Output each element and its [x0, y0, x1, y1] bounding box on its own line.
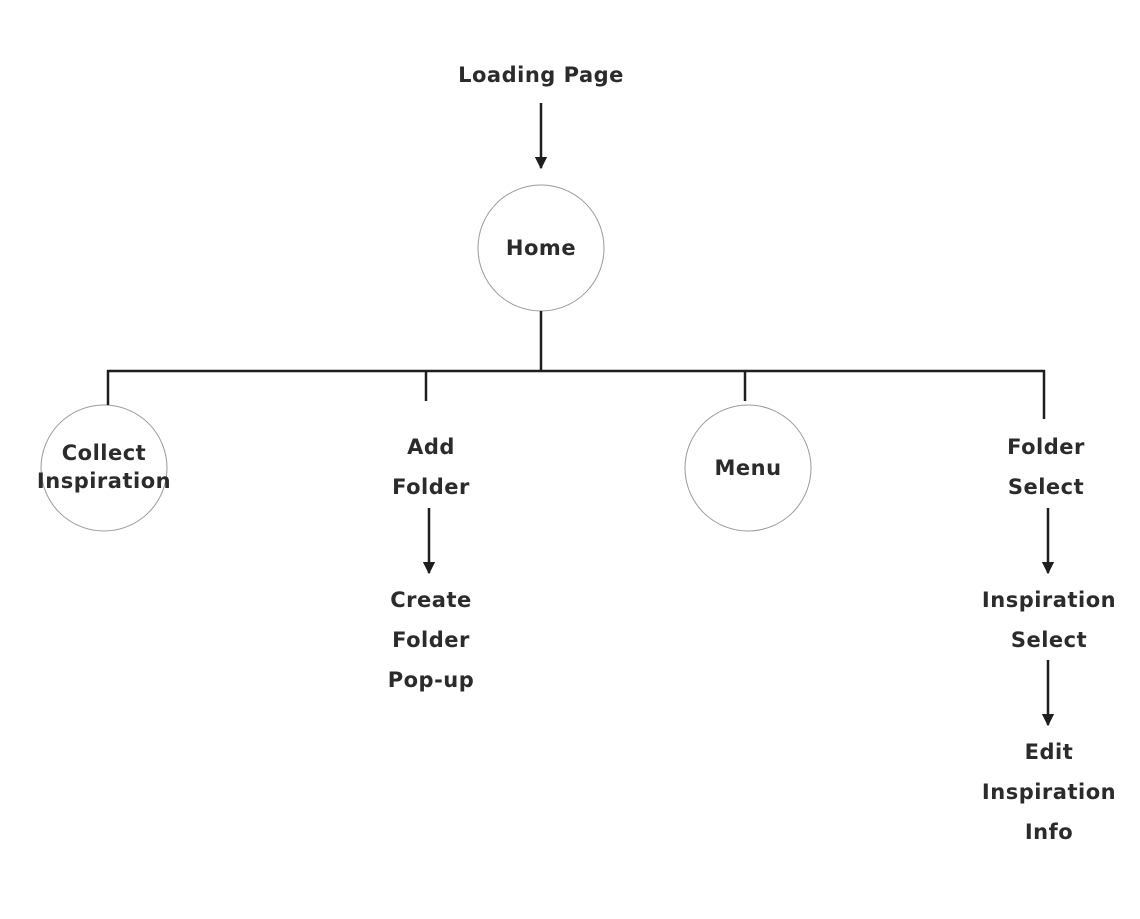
edit-inspiration-line-2: Inspiration — [981, 780, 1117, 804]
inspiration-select-label: Inspiration Select — [982, 580, 1116, 660]
menu-text: Menu — [714, 456, 782, 480]
add-folder-label: Add Folder — [392, 427, 470, 507]
add-folder-line-1: Add — [407, 435, 455, 459]
home-label: Home — [506, 234, 576, 262]
create-folder-line-1: Create — [390, 588, 472, 612]
create-folder-line-3: Pop-up — [387, 668, 475, 692]
create-folder-popup-label: Create Folder Pop-up — [388, 580, 475, 700]
add-folder-line-2: Folder — [392, 475, 470, 499]
inspiration-select-line-2: Select — [1010, 628, 1088, 652]
menu-node-circle — [684, 404, 812, 532]
collect-inspiration-node-circle — [40, 404, 168, 532]
folder-select-line-1: Folder — [1007, 435, 1085, 459]
collect-inspiration-label: Collect Inspiration — [37, 439, 171, 495]
loading-page-label: Loading Page — [458, 55, 624, 95]
edit-inspiration-line-1: Edit — [1024, 740, 1074, 764]
loading-page-text: Loading Page — [458, 63, 624, 87]
edit-inspiration-info-label: Edit Inspiration Info — [982, 732, 1116, 852]
inspiration-select-line-1: Inspiration — [981, 588, 1117, 612]
create-folder-line-2: Folder — [392, 628, 470, 652]
folder-select-label: Folder Select — [1007, 427, 1085, 507]
edit-inspiration-line-3: Info — [1024, 820, 1074, 844]
collect-inspiration-line-2: Inspiration — [36, 469, 172, 493]
folder-select-line-2: Select — [1007, 475, 1085, 499]
collect-inspiration-line-1: Collect — [61, 441, 147, 465]
menu-label: Menu — [714, 454, 781, 482]
home-text: Home — [505, 236, 577, 260]
